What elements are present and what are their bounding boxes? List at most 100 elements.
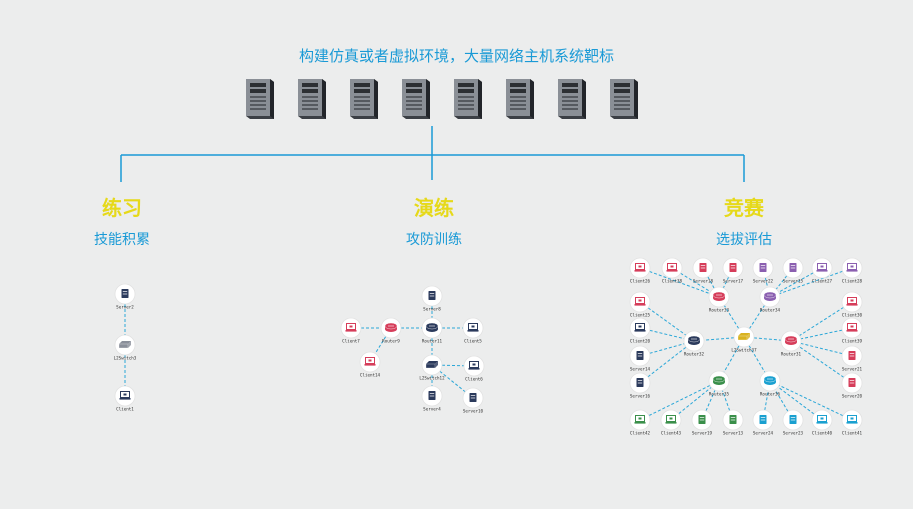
server-tower-icon [502, 77, 536, 121]
node-label: Server16 [630, 394, 651, 399]
server-node[interactable]: Server24 [752, 409, 774, 436]
network-link [431, 364, 474, 399]
node-label: Server18 [693, 279, 714, 284]
node-label: Server4 [423, 407, 441, 412]
node-label: Server20 [842, 394, 863, 399]
server-tower-icon [398, 77, 432, 121]
server-node[interactable]: Server2 [114, 283, 136, 310]
node-label: Server23 [783, 431, 804, 436]
node-label: Client5 [464, 339, 482, 344]
mode-subtitle-drill: 攻防训练 [406, 232, 462, 248]
node-label: Server10 [463, 409, 484, 414]
router-node[interactable]: Router9 [380, 317, 402, 344]
mode-title-contest: 竞赛 [724, 196, 764, 220]
network-link [769, 380, 823, 421]
client-node[interactable]: Client28 [841, 257, 863, 284]
router-node[interactable]: Router35 [708, 370, 730, 397]
client-node[interactable]: Client27 [811, 257, 833, 284]
server-tower-icon [554, 77, 588, 121]
client-node[interactable]: Client30 [841, 291, 863, 318]
server-node[interactable]: Server13 [722, 409, 744, 436]
mode-subtitle-practice: 技能积累 [94, 232, 150, 248]
node-label: Server21 [842, 367, 863, 372]
node-label: Server24 [753, 431, 774, 436]
server-node[interactable]: Server23 [782, 409, 804, 436]
node-label: Router9 [382, 339, 400, 344]
node-label: Router32 [684, 352, 705, 357]
node-label: Client42 [630, 431, 651, 436]
node-label: Server19 [692, 431, 713, 436]
node-label: Server2 [116, 305, 134, 310]
node-label: Client30 [842, 313, 863, 318]
server-node[interactable]: Server10 [462, 387, 484, 414]
router-node[interactable]: Router11 [421, 317, 443, 344]
client-node[interactable]: Client26 [629, 257, 651, 284]
server-tower-icon [294, 77, 328, 121]
client-node[interactable]: Client43 [660, 409, 682, 436]
client-node[interactable]: Client1 [114, 385, 136, 412]
network-link [639, 267, 720, 298]
client-node[interactable]: Client6 [463, 355, 485, 382]
server-node[interactable]: Server18 [692, 257, 714, 284]
router-node[interactable]: Router33 [708, 286, 730, 313]
client-node[interactable]: Client20 [629, 317, 651, 344]
mode-title-drill: 演练 [414, 196, 454, 220]
server-node[interactable]: Server15 [782, 257, 804, 284]
server-node[interactable]: Server4 [421, 385, 443, 412]
client-node[interactable]: Client14 [359, 351, 381, 378]
router-node[interactable]: Router32 [683, 330, 705, 357]
node-label: L2Switch12 [419, 376, 445, 381]
node-label: Client6 [465, 377, 483, 382]
server-node[interactable]: Server21 [841, 345, 863, 372]
node-label: Client25 [630, 313, 651, 318]
router-node[interactable]: Router31 [780, 330, 802, 357]
switch-node[interactable]: L2Switch37 [731, 326, 757, 353]
node-label: Router34 [760, 308, 781, 313]
client-node[interactable]: Client39 [841, 317, 863, 344]
client-node[interactable]: Client5 [462, 317, 484, 344]
node-label: Client14 [360, 373, 381, 378]
client-node[interactable]: Client25 [629, 291, 651, 318]
server-tower-icon [346, 77, 380, 121]
server-node[interactable]: Server17 [722, 257, 744, 284]
network-link [639, 340, 695, 384]
server-node[interactable]: Server8 [421, 285, 443, 312]
network-link [639, 301, 695, 342]
client-node[interactable]: Client41 [841, 409, 863, 436]
server-node[interactable]: Server16 [629, 372, 651, 399]
client-node[interactable]: Client38 [661, 257, 683, 284]
node-label: Server14 [630, 367, 651, 372]
server-tower-icon [242, 77, 276, 121]
node-label: Client43 [661, 431, 682, 436]
node-label: Router31 [781, 352, 802, 357]
node-label: Client7 [342, 339, 360, 344]
node-label: L2Switch37 [731, 348, 757, 353]
switch-node[interactable]: L2Switch3 [114, 334, 137, 361]
server-tower-icon [450, 77, 484, 121]
client-node[interactable]: Client42 [629, 409, 651, 436]
server-node[interactable]: Server19 [691, 409, 713, 436]
mode-subtitle-contest: 选拔评估 [716, 232, 772, 248]
router-node[interactable]: Router36 [759, 370, 781, 397]
network-link [790, 340, 853, 384]
node-label: Router35 [709, 392, 730, 397]
server-node[interactable]: Server14 [629, 345, 651, 372]
server-node[interactable]: Server20 [841, 372, 863, 399]
node-label: Server17 [723, 279, 744, 284]
node-label: Server22 [753, 279, 774, 284]
node-label: Server15 [783, 279, 804, 284]
node-label: Client38 [662, 279, 683, 284]
node-label: Server8 [423, 307, 441, 312]
network-link [790, 301, 853, 342]
client-node[interactable]: Client40 [811, 409, 833, 436]
server-node[interactable]: Server22 [752, 257, 774, 284]
mode-title-practice: 练习 [102, 196, 142, 220]
client-node[interactable]: Client7 [340, 317, 362, 344]
network-link [769, 267, 853, 298]
node-label: Client27 [812, 279, 833, 284]
node-label: Router36 [760, 392, 781, 397]
router-node[interactable]: Router34 [759, 286, 781, 313]
switch-node[interactable]: L2Switch12 [419, 354, 445, 381]
